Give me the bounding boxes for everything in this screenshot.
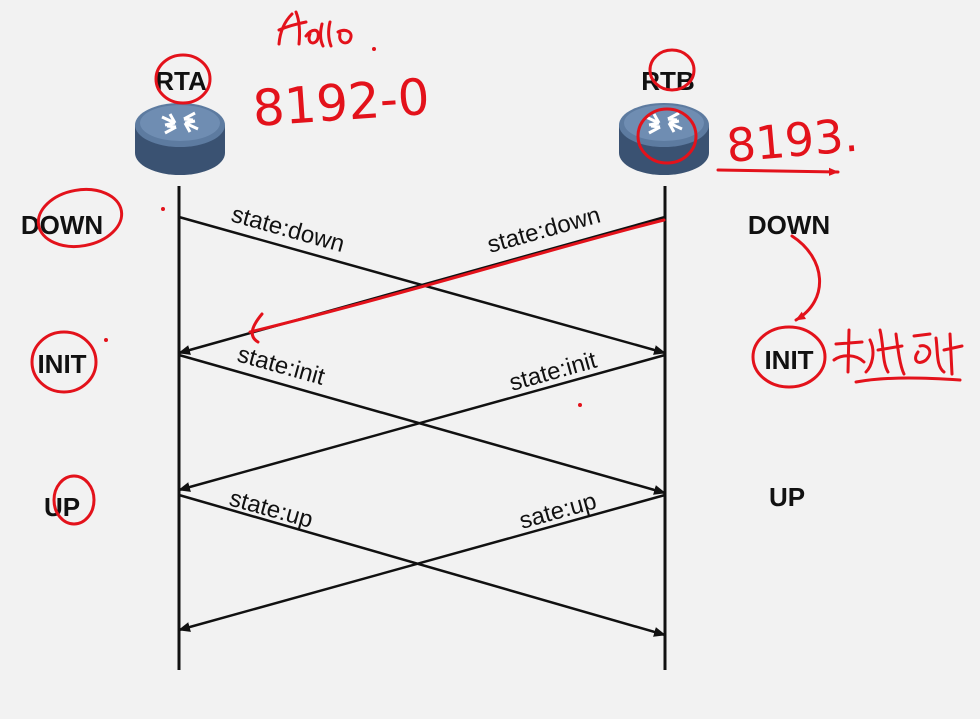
msg-label-rta-up: state:up bbox=[226, 485, 316, 534]
circle-left-init bbox=[30, 330, 98, 394]
state-right-init: INIT bbox=[764, 345, 813, 375]
circle-rtb-router bbox=[636, 107, 698, 165]
highlight-stroke bbox=[248, 218, 666, 344]
circle-left-up bbox=[52, 474, 96, 526]
circle-rtb bbox=[648, 48, 696, 92]
state-left-up: UP bbox=[44, 492, 80, 522]
arrow-down-to-init bbox=[790, 234, 821, 322]
underline-arrow bbox=[716, 167, 840, 177]
router-name-rta: RTA bbox=[155, 66, 207, 96]
msg-label-rta-down: state:down bbox=[228, 201, 347, 258]
handwritten-annotations: 8192-0 8193. bbox=[30, 10, 964, 526]
circle-rta bbox=[154, 53, 212, 105]
handwritten-discriminator-b: 8193. bbox=[724, 108, 860, 173]
router-icon bbox=[135, 103, 225, 175]
state-left-down: DOWN bbox=[21, 210, 103, 240]
msg-label-rtb-init: state:init bbox=[506, 347, 600, 397]
hello-scribble bbox=[277, 10, 353, 48]
arrow-rtb-state-up bbox=[178, 493, 666, 632]
arrow-rta-state-up bbox=[178, 493, 666, 637]
state-right-up: UP bbox=[769, 482, 805, 512]
state-left-init: INIT bbox=[37, 349, 86, 379]
circle-left-down bbox=[36, 187, 124, 249]
handwritten-note-scribble bbox=[832, 328, 964, 384]
msg-label-rtb-up: sate:up bbox=[516, 488, 599, 535]
router-icon bbox=[619, 103, 709, 175]
circle-right-init bbox=[751, 325, 827, 389]
handwritten-discriminator-a: 8192-0 bbox=[251, 68, 432, 138]
arrow-rtb-state-init bbox=[178, 353, 666, 492]
arrow-rta-state-init bbox=[178, 353, 666, 495]
state-right-down: DOWN bbox=[748, 210, 830, 240]
